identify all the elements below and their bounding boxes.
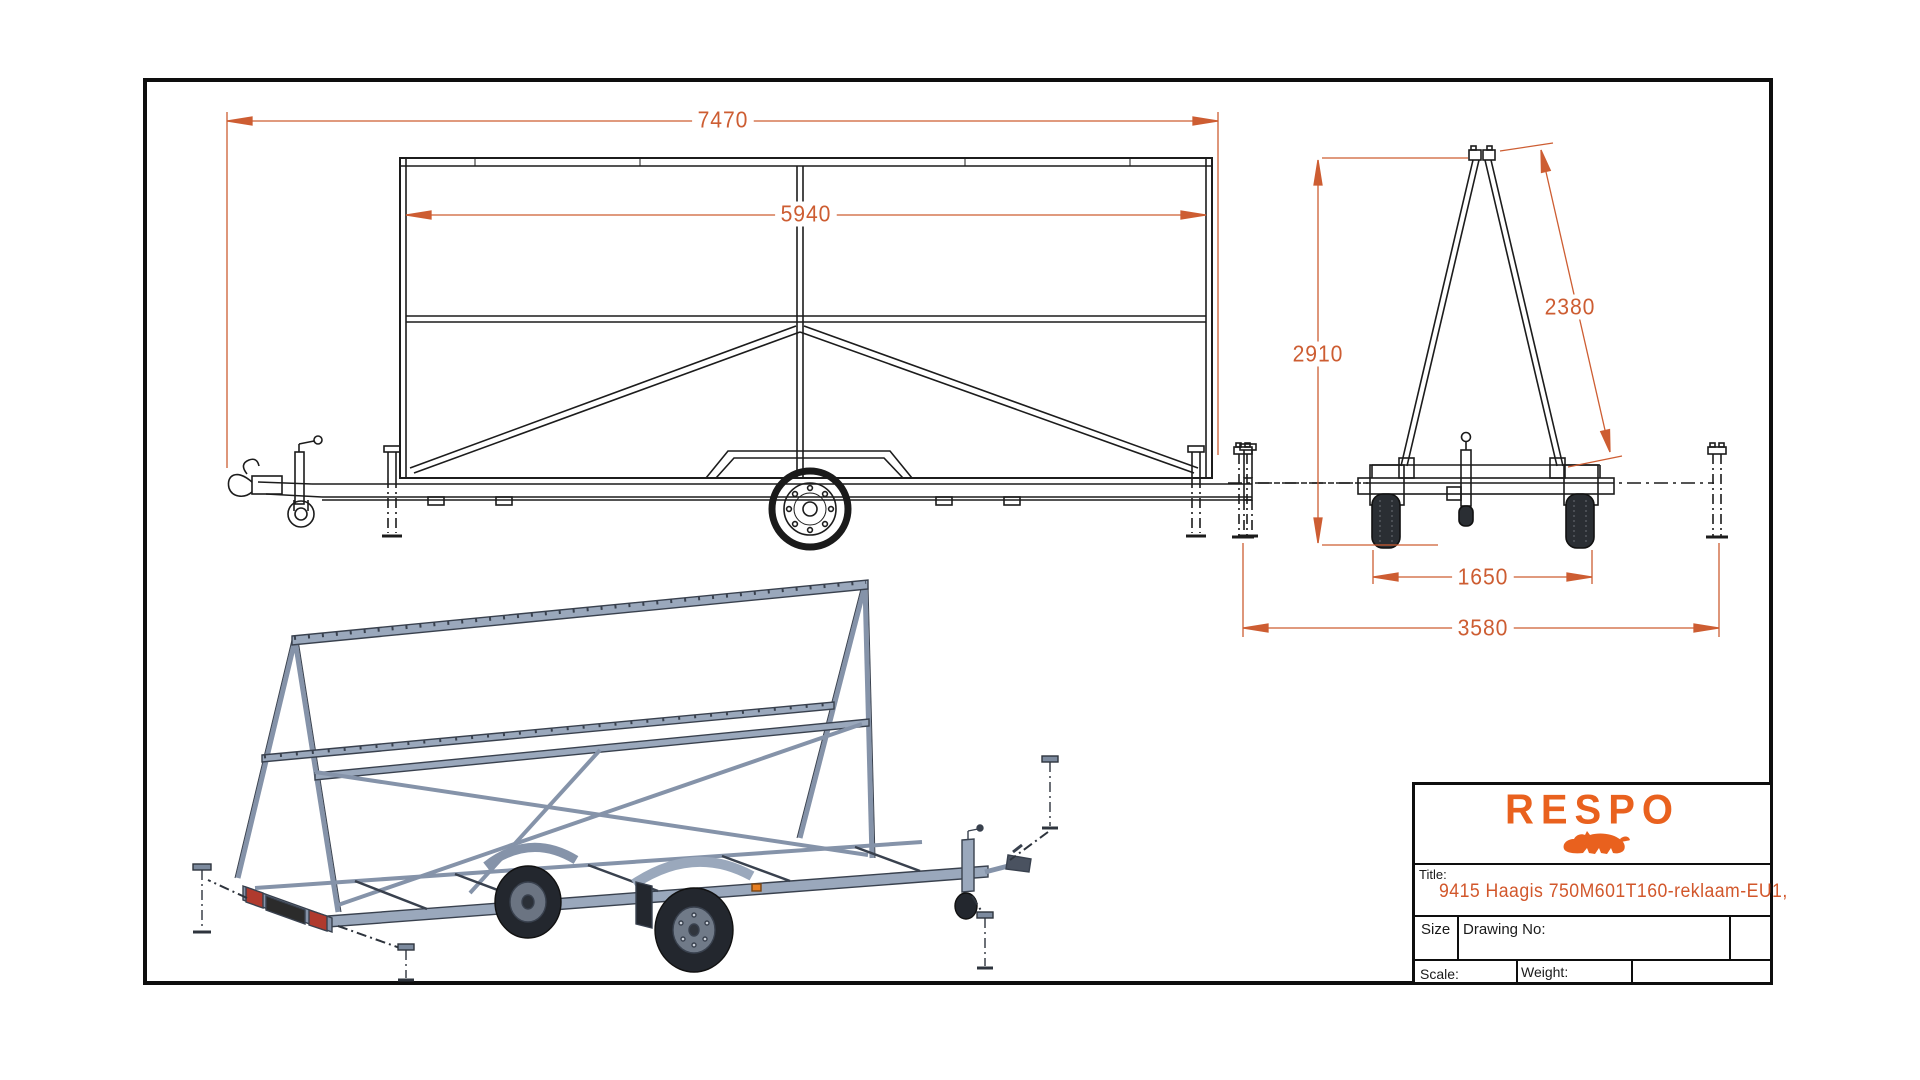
- iso-steady: [1009, 755, 1059, 861]
- dimension-overall-length: 7470: [692, 107, 754, 133]
- dimension-overall-height: 2910: [1287, 341, 1349, 367]
- drawing-title: 9415 Haagis 750M601T160-reklaam-EU1,: [1439, 881, 1788, 902]
- respo-logo-wordmark: RESPO: [1504, 786, 1681, 834]
- side-marker-light: [751, 883, 762, 892]
- dimension-wheel-track: 1650: [1452, 564, 1514, 590]
- cell-divider: [1729, 917, 1731, 959]
- title-block: RESPO Title: 9415 Haagis 750M601T160-rek…: [1412, 782, 1787, 985]
- bull-icon: [1563, 831, 1630, 854]
- dimension-overall-width: 3580: [1452, 615, 1514, 641]
- outrigger-steady: [1232, 442, 1254, 539]
- logo-cell: RESPO: [1415, 785, 1770, 863]
- road-wheel: [768, 467, 852, 551]
- jockey-wheel-front: [1446, 431, 1474, 527]
- side-view-drawing: [227, 157, 1368, 551]
- iso-steady: [337, 925, 415, 982]
- jockey-wheel: [287, 435, 323, 528]
- iso-steady: [971, 895, 994, 970]
- iso-steady: [192, 863, 248, 934]
- cell-divider: [1631, 961, 1633, 985]
- tail-light-bar: [242, 885, 333, 933]
- drawing-no-label: Drawing No:: [1463, 921, 1546, 938]
- scale-label: Scale:: [1420, 966, 1459, 982]
- cell-divider: [1516, 961, 1518, 985]
- fender: [705, 450, 913, 479]
- size-label: Size: [1421, 921, 1451, 938]
- hitch-coupler: [227, 458, 283, 497]
- scale-row: Scale: Weight:: [1415, 959, 1770, 985]
- dimension-panel-diagonal: 2380: [1539, 294, 1601, 320]
- tail-light-left: [245, 886, 264, 909]
- front-view-wheels: [1371, 493, 1595, 549]
- size-row: Size Drawing No:: [1415, 915, 1770, 959]
- iso-hitch: [954, 824, 1032, 920]
- dimension-frame-length: 5940: [775, 201, 837, 227]
- outrigger-steady: [1706, 442, 1728, 539]
- corner-steady: [382, 445, 402, 538]
- corner-steady: [1238, 443, 1258, 538]
- iso-wheel-far: [494, 865, 562, 939]
- weight-label: Weight:: [1521, 964, 1569, 980]
- front-view-drawing: [1228, 145, 1728, 549]
- dimension-lines: [226, 112, 1720, 637]
- cell-divider: [1457, 917, 1459, 959]
- title-cell: Title: 9415 Haagis 750M601T160-reklaam-E…: [1415, 863, 1787, 915]
- corner-steady: [1186, 445, 1206, 538]
- iso-wheel-near: [654, 887, 734, 973]
- title-label: Title:: [1419, 867, 1447, 882]
- isometric-view-drawing: [192, 579, 1059, 982]
- tail-light-right: [308, 909, 328, 932]
